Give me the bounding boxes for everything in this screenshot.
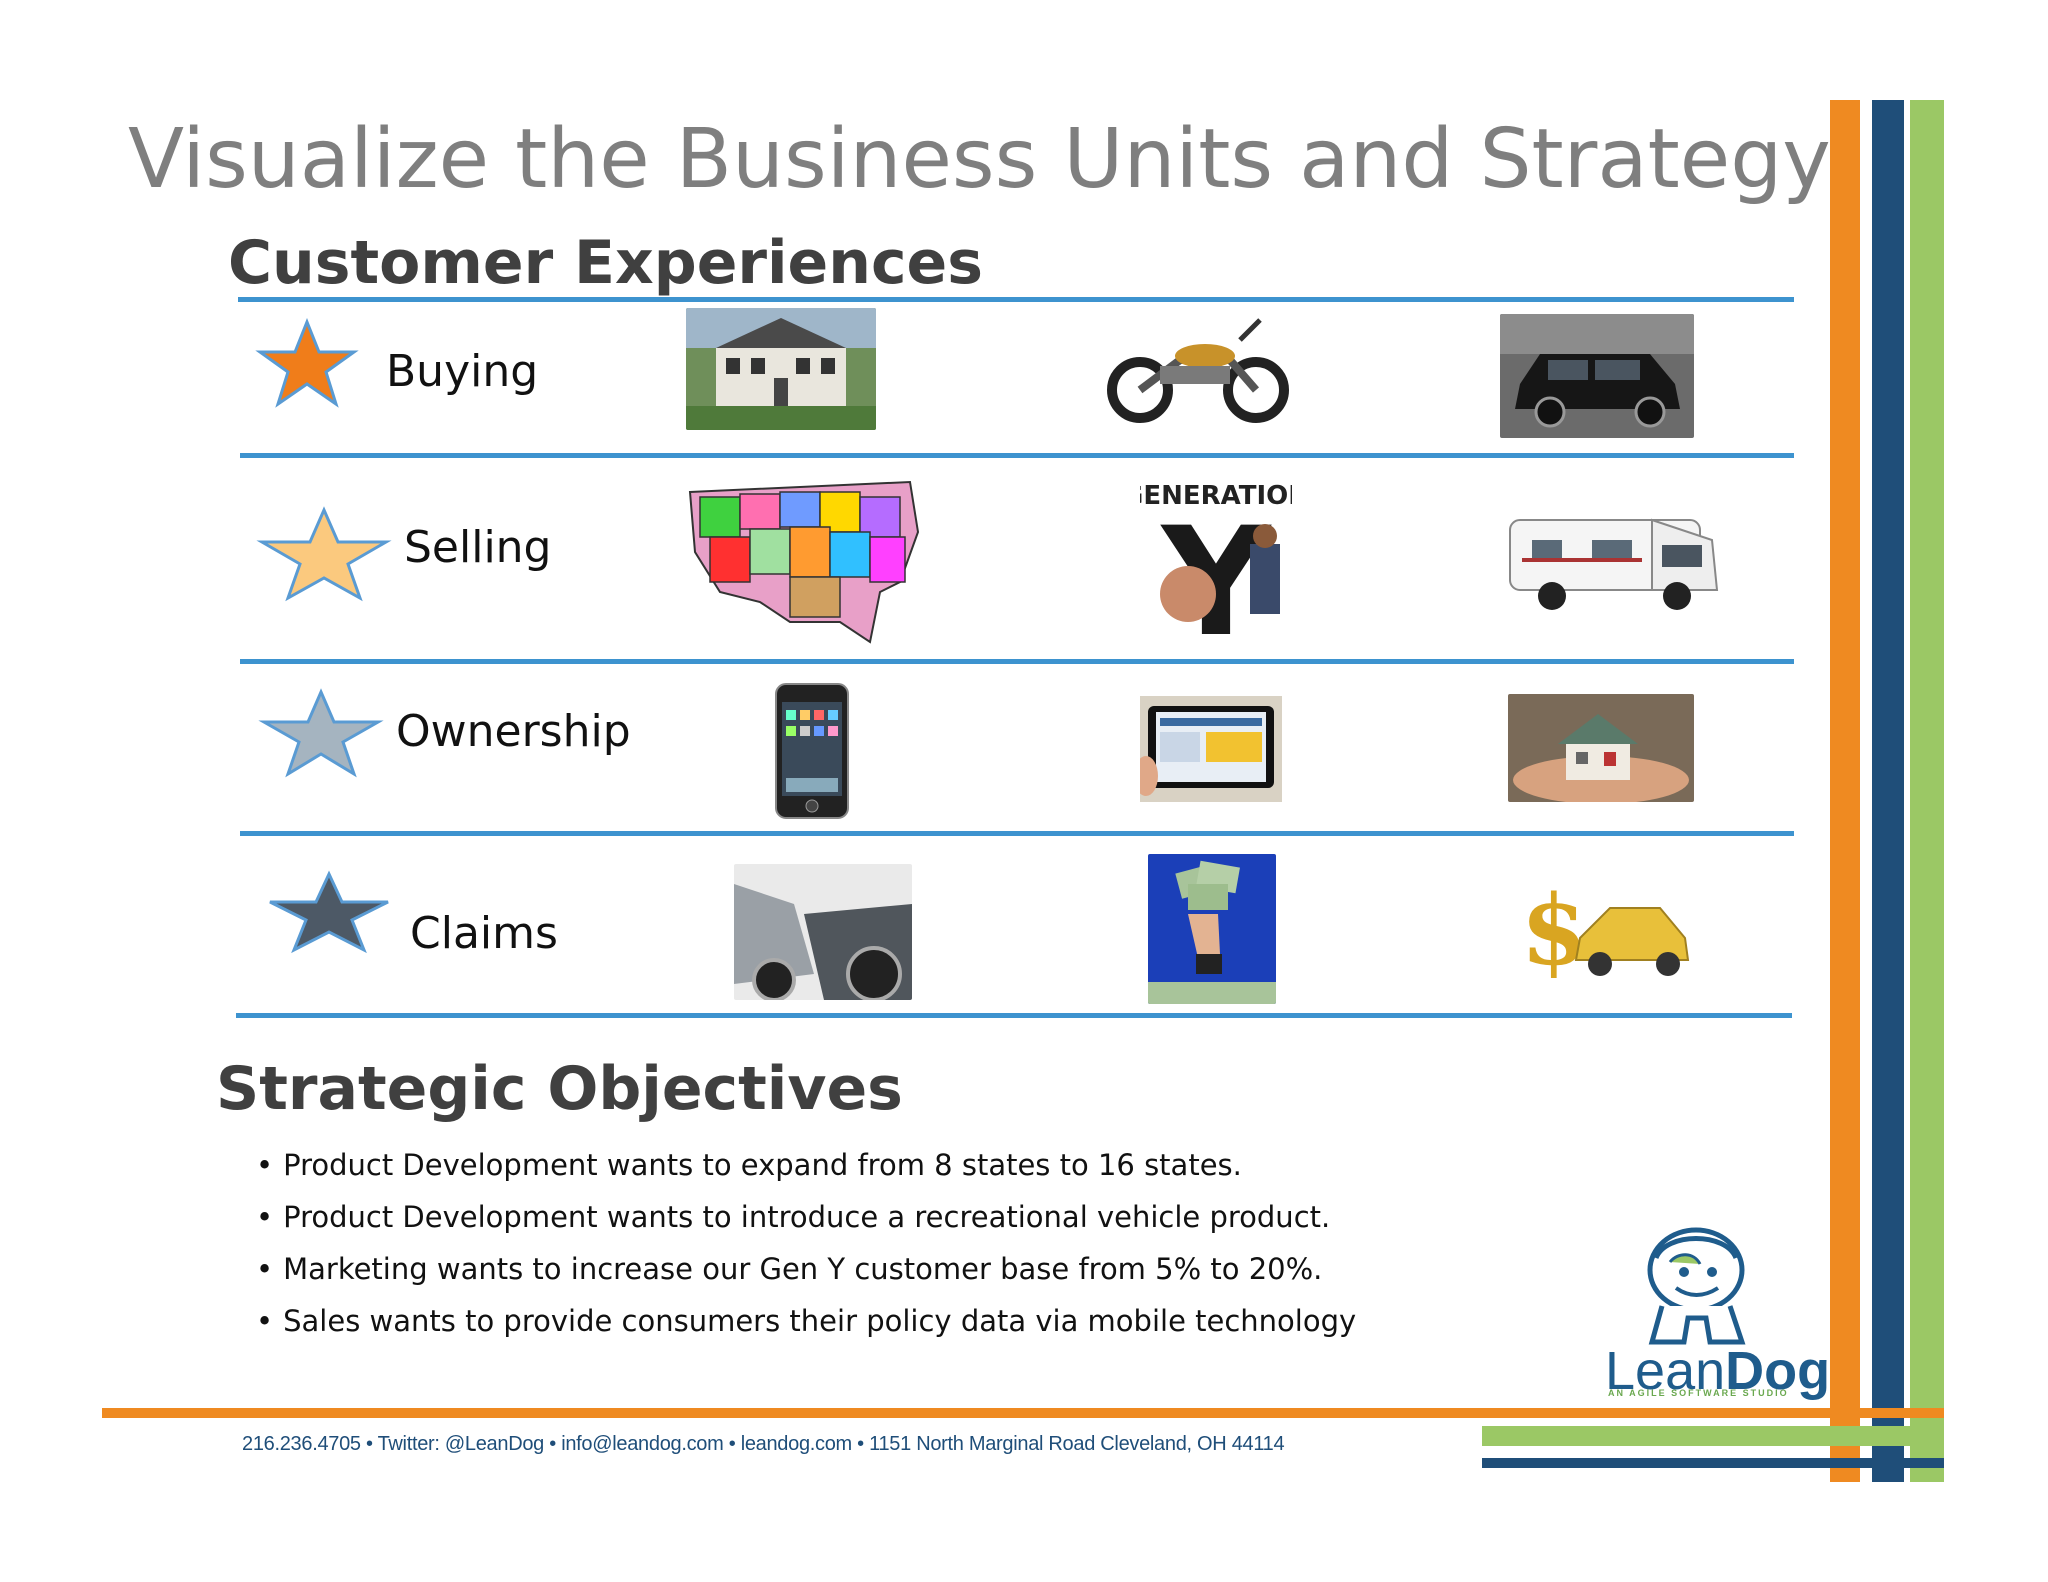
objective-item: Product Development wants to expand from…: [256, 1145, 1356, 1197]
row-label-claims: Claims: [410, 908, 558, 959]
star-icon: [256, 506, 392, 602]
star-icon: [258, 688, 384, 778]
objective-item: Product Development wants to introduce a…: [256, 1197, 1356, 1249]
suv-photo: [1500, 314, 1694, 438]
objectives-list: Product Development wants to expand from…: [256, 1145, 1356, 1353]
house-in-hands-photo: [1508, 694, 1694, 802]
logo-name-part1: Lean: [1605, 1341, 1726, 1401]
row-divider: [236, 1013, 1792, 1018]
row-divider: [240, 659, 1794, 664]
smartphone-photo: [775, 683, 849, 819]
row-divider: [238, 297, 1794, 302]
dollar-car-photo: $: [1521, 874, 1690, 987]
footer-contact: 216.236.4705 • Twitter: @LeanDog • info@…: [242, 1433, 1285, 1455]
logo-name-part2: Dog: [1725, 1341, 1831, 1401]
slide-title: Visualize the Business Units and Strateg…: [128, 112, 1831, 207]
svg-text:$: $: [1521, 874, 1588, 987]
car-crash-photo: [734, 864, 912, 1000]
row-label-buying: Buying: [386, 346, 539, 397]
objective-item: Sales wants to provide consumers their p…: [256, 1301, 1356, 1353]
customer-experiences-heading: Customer Experiences: [228, 228, 983, 298]
star-icon: [269, 870, 389, 954]
row-label-ownership: Ownership: [396, 706, 631, 757]
orange-horizontal-bar: [102, 1408, 1944, 1418]
bulldog-logo-icon: [1647, 1227, 1746, 1345]
strategic-objectives-heading: Strategic Objectives: [216, 1054, 903, 1124]
motorcycle-photo: [1107, 318, 1289, 423]
star-icon: [255, 318, 359, 408]
generation-y-photo: GENERATION Y: [1140, 474, 1292, 644]
orange-vertical-bar: [1830, 100, 1860, 1482]
objective-item: Marketing wants to increase our Gen Y cu…: [256, 1249, 1356, 1301]
money-hand-photo: [1148, 854, 1276, 1004]
row-label-selling: Selling: [404, 522, 552, 573]
house-photo: [686, 308, 876, 430]
green-horizontal-bar: [1482, 1426, 1944, 1446]
tablet-photo: [1140, 696, 1282, 802]
row-divider: [240, 453, 1794, 458]
leandog-logo-text: LeanDog: [1605, 1340, 1830, 1402]
row-divider: [240, 831, 1794, 836]
leandog-tagline: AN AGILE SOFTWARE STUDIO: [1608, 1388, 1789, 1398]
green-vertical-bar: [1910, 100, 1944, 1482]
navy-vertical-bar: [1872, 100, 1904, 1482]
generation-text: GENERATION: [1140, 481, 1292, 511]
rv-photo: [1509, 518, 1719, 610]
navy-horizontal-bar: [1482, 1458, 1944, 1468]
us-map-photo: [688, 480, 920, 644]
